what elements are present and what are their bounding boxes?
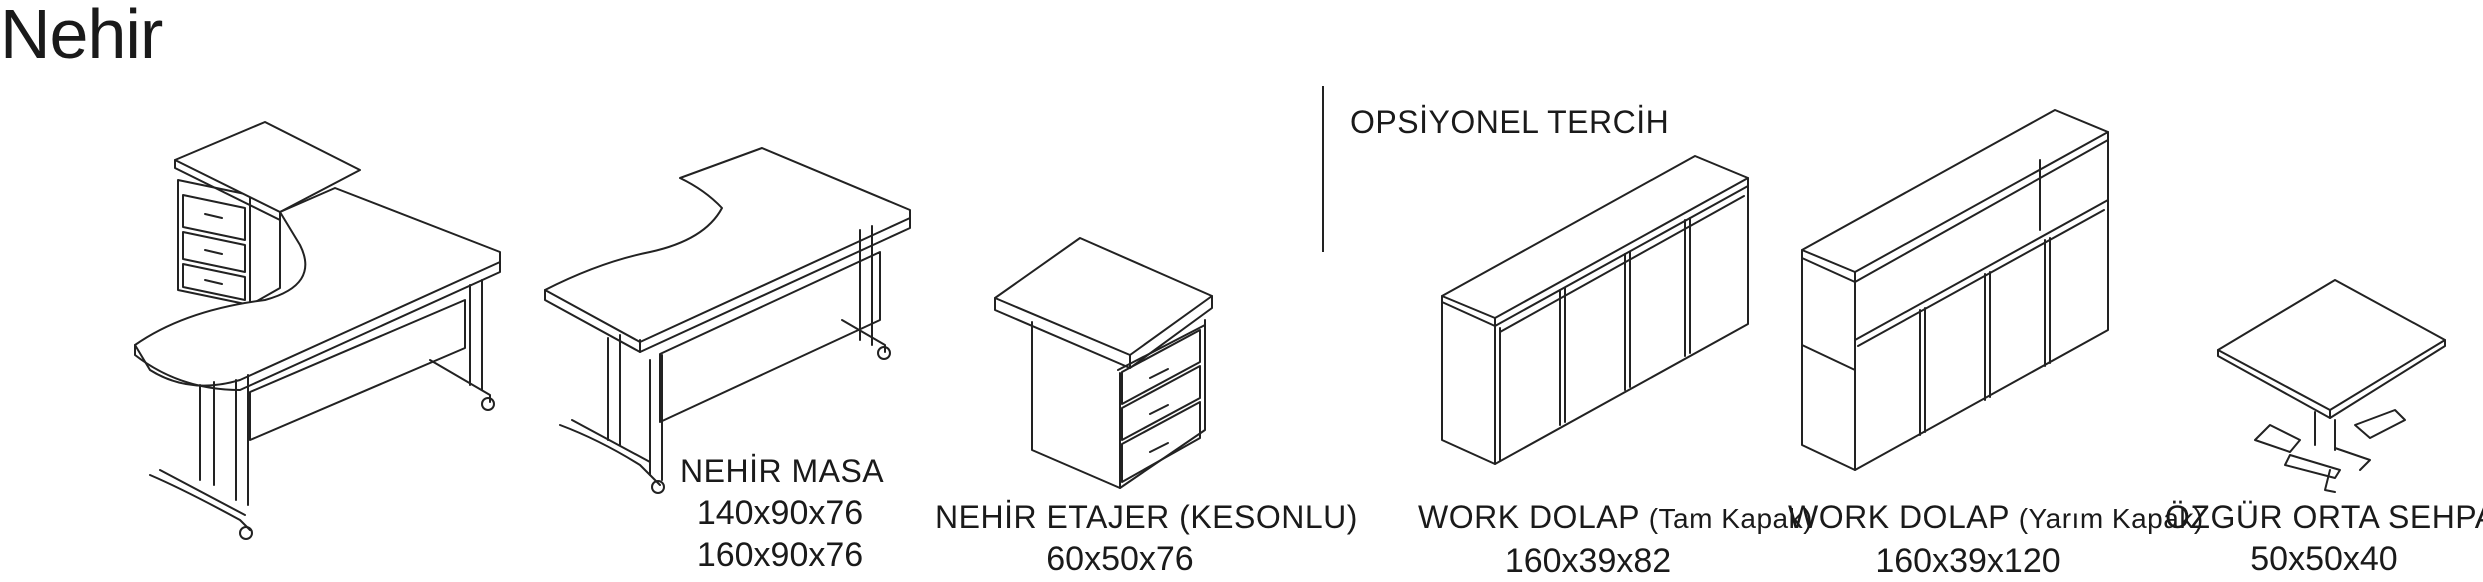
- l-desk-illustration: [134, 121, 501, 540]
- product-dim: 140x90x76: [696, 494, 864, 532]
- product-caption-dolap-tam: WORK DOLAP (Tam Kapak) 160x39x82: [1418, 496, 1813, 582]
- optional-section-label: OPSİYONEL TERCİH: [1350, 104, 1670, 140]
- product-caption-sehpa: ÖZGÜR ORTA SEHPA 50x50x40: [2165, 496, 2483, 580]
- product-caption-masa: NEHİR MASA 140x90x76 160x90x76: [680, 450, 885, 576]
- product-dim: 160x39x82: [1504, 542, 1672, 580]
- work-dolap-tam-illustration: [1441, 155, 1749, 465]
- product-caption-etajer: NEHİR ETAJER (KESONLU) 60x50x76: [935, 496, 1358, 580]
- etajer-illustration: [994, 237, 1213, 489]
- product-dim: 160x39x120: [1875, 542, 2061, 580]
- section-divider: [1322, 86, 1324, 252]
- product-caption-dolap-yarim: WORK DOLAP (Yarım Kapak) 160x39x120: [1788, 496, 2204, 582]
- product-name: WORK DOLAP (Tam Kapak): [1418, 499, 1813, 535]
- product-name: NEHİR ETAJER (KESONLU): [935, 499, 1358, 535]
- nehir-masa-illustration: [544, 147, 911, 494]
- work-dolap-yarim-illustration: [1801, 109, 2109, 471]
- sehpa-illustration: [2217, 279, 2446, 493]
- page-title: Nehir: [0, 0, 163, 73]
- product-dim: 50x50x40: [2250, 540, 2398, 578]
- product-name: ÖZGÜR ORTA SEHPA: [2165, 499, 2483, 535]
- product-dim: 60x50x76: [1046, 540, 1194, 578]
- product-name: WORK DOLAP (Yarım Kapak): [1788, 499, 2204, 535]
- product-name: NEHİR MASA: [680, 453, 885, 489]
- product-dim: 160x90x76: [696, 536, 864, 574]
